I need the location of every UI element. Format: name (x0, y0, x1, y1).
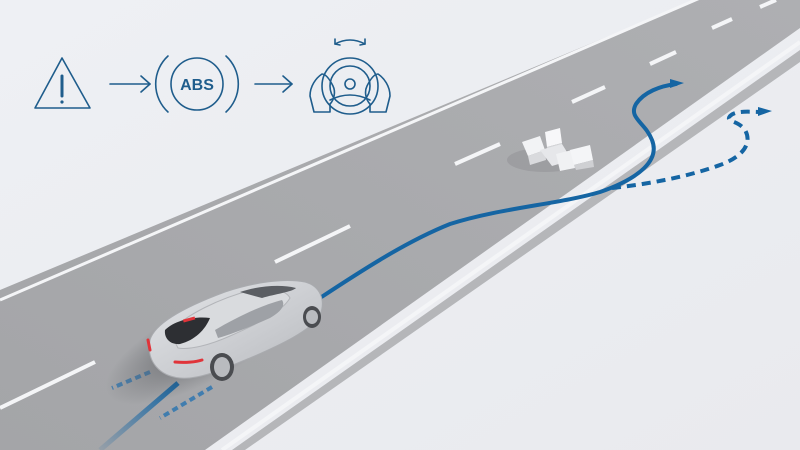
tail-light-left (146, 338, 152, 352)
third-brake-light (182, 316, 196, 323)
road-left-edge-line (0, 0, 700, 300)
center-lane-dashes (0, 0, 776, 408)
solid-path-arrowhead (670, 79, 684, 88)
abs-label: ABS (180, 77, 214, 94)
obstacle-boxes (507, 128, 594, 172)
arrow-right-icon (109, 75, 151, 93)
arrow-right-icon (254, 75, 293, 93)
abs-icon: ABS (154, 55, 240, 113)
dashed-path-arrowhead (758, 107, 772, 116)
rotation-arrow-icon (334, 39, 366, 45)
road-right-edge-line (220, 40, 800, 450)
warning-triangle-icon (34, 57, 91, 109)
car (105, 280, 323, 405)
tail-light-right (173, 358, 204, 364)
steering-wheel-hands-icon (309, 38, 391, 115)
sequence-icons: ABS (34, 38, 391, 115)
rear-window (164, 317, 210, 345)
